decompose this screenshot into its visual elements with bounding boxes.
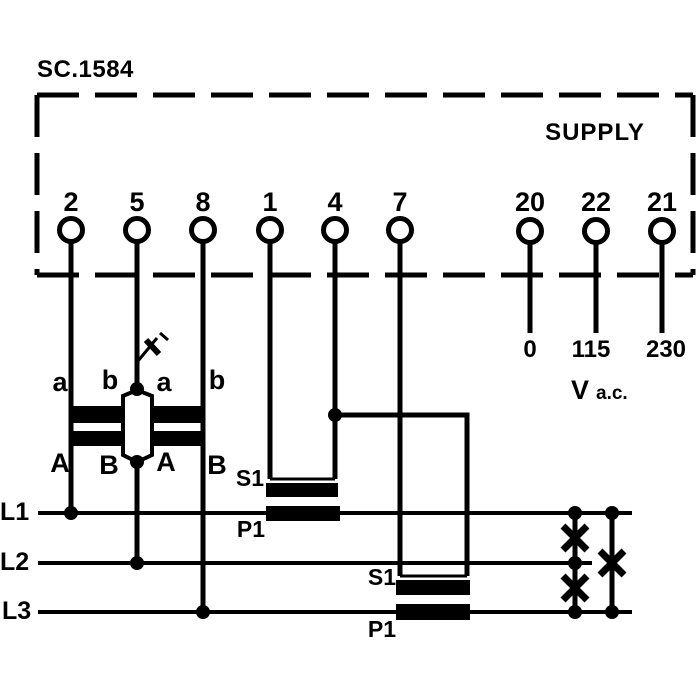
terminal-label-22: 22: [580, 187, 612, 217]
link-cross-bar: [143, 337, 162, 357]
link-tick: [159, 331, 169, 342]
vt-label-b-left: b: [101, 365, 119, 395]
vt-slot-left-edge: [121, 388, 138, 464]
terminal-circle-7: [386, 216, 414, 244]
enclosure-dashed-border: [34, 92, 696, 278]
terminal-circle-21: [648, 217, 676, 245]
ct2-p1-label: P1: [367, 616, 397, 642]
supply-label: SUPPLY: [545, 119, 645, 146]
terminal-circle-20: [516, 217, 544, 245]
junction-dots: [64, 382, 619, 619]
vt-center-slot: [121, 388, 154, 464]
tap-label-115: 115: [571, 336, 611, 363]
terminal-label-4: 4: [327, 187, 343, 217]
terminal-label-2: 2: [63, 187, 79, 217]
junction-fuse2-l1: [605, 506, 619, 520]
ct1-secondary-bar: [266, 483, 338, 497]
voltage-unit-qualifier: a.c.: [596, 383, 628, 404]
diagram-title: SC.1584: [37, 56, 134, 83]
junction-t2-l1: [64, 506, 78, 520]
terminal-circle-4: [321, 216, 349, 244]
ct2-s1-label: S1: [367, 564, 397, 590]
phase-label-l2: L2: [0, 548, 30, 576]
terminal-circle-2: [57, 216, 85, 244]
vt-winding-bars: [71, 406, 204, 446]
junction-fuse1-l1: [568, 506, 582, 520]
ct1-s1-label: S1: [235, 465, 265, 491]
wire-branch-terminal-4-to-ct2: [335, 412, 470, 576]
terminal-circle-22: [582, 217, 610, 245]
fuse-x-l1-l2: [560, 523, 590, 553]
fuse-marks: [560, 523, 627, 603]
vt-label-A-left: A: [50, 448, 70, 478]
vt-label-A-right: A: [156, 447, 176, 477]
terminal-label-1: 1: [262, 187, 278, 217]
vt-label-a-right: a: [156, 367, 172, 397]
vt-right-primary-bar: [152, 431, 204, 446]
junction-t4-branch: [328, 408, 342, 422]
link-symbol: [136, 331, 169, 362]
vt-slot-right-edge: [136, 388, 154, 464]
voltage-unit-label: V a.c.: [571, 377, 628, 404]
vt-label-B-right: B: [207, 450, 227, 480]
terminal-circle-1: [256, 216, 284, 244]
voltage-unit-symbol: V: [571, 375, 590, 405]
phase-label-l1: L1: [0, 498, 30, 526]
tap-label-230: 230: [645, 336, 687, 363]
junction-t5-l2: [130, 556, 144, 570]
vt-left-secondary-bar: [71, 406, 123, 423]
vt-label-B-left: B: [99, 450, 119, 480]
ct2-secondary-bar: [396, 580, 470, 595]
junction-vt-bottom: [130, 455, 144, 469]
junction-vt-top: [130, 382, 144, 396]
link-shaft: [136, 337, 159, 362]
phase-label-l3: L3: [2, 597, 32, 625]
vt-left-primary-bar: [71, 431, 123, 446]
vt-right-secondary-bar: [152, 406, 204, 423]
ct1-p1-label: P1: [236, 516, 266, 542]
terminal-label-7: 7: [392, 187, 408, 217]
terminal-label-20: 20: [514, 187, 546, 217]
junction-fuse2-l3: [605, 605, 619, 619]
junction-fuse1-l2: [568, 556, 582, 570]
junction-t8-l3: [196, 605, 210, 619]
vt-label-a-left: a: [52, 367, 68, 397]
terminal-circle-5: [123, 216, 151, 244]
tap-label-0: 0: [523, 336, 537, 363]
phase-busbars: [38, 511, 632, 614]
fuse-x-l2-l3: [560, 573, 590, 603]
fuse-x-l1-l3: [597, 548, 627, 578]
terminal-circles: [57, 216, 676, 245]
terminal-circle-8: [189, 216, 217, 244]
terminal-label-5: 5: [129, 187, 145, 217]
vt-label-b-right: b: [208, 365, 226, 395]
terminal-label-8: 8: [195, 187, 211, 217]
terminal-label-21: 21: [646, 187, 678, 217]
junction-fuse1-l3: [568, 605, 582, 619]
